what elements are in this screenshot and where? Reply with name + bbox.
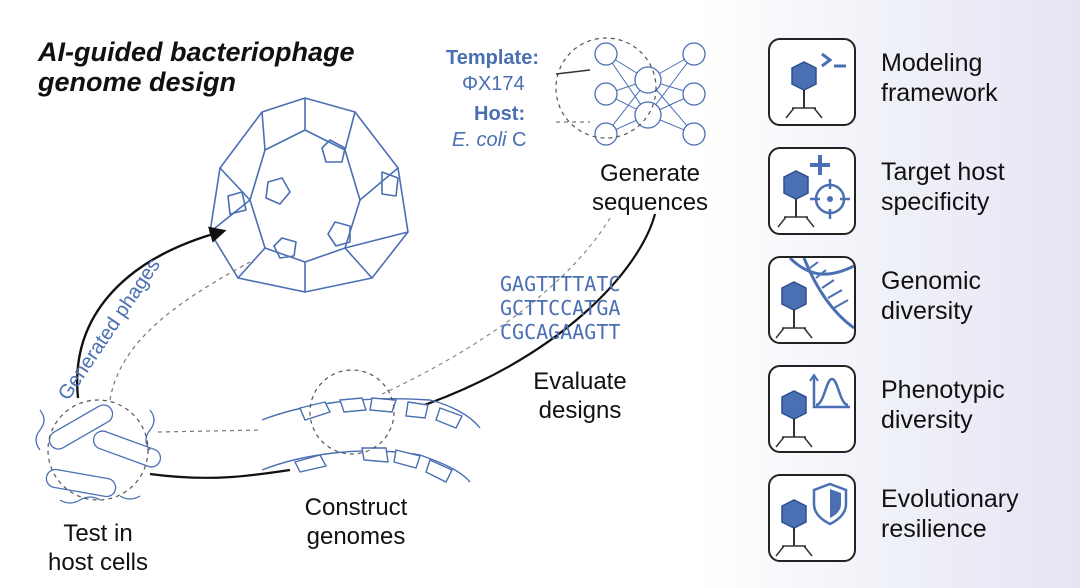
test-line-2: host cells xyxy=(47,548,149,576)
construct-line-1: Construct xyxy=(304,494,408,521)
feature-genomic-diversity: Genomic diversity xyxy=(768,256,1068,348)
dna-line: CGCAGAAGTT xyxy=(500,320,621,344)
feature-evolutionary-resilience: Evolutionary resilience xyxy=(768,474,1068,566)
generate-line-1: Generate xyxy=(599,160,701,187)
evaluate-designs-label: Evaluate designs xyxy=(500,368,660,426)
template-label: Template: xyxy=(446,48,539,69)
phage-capsid-icon xyxy=(209,97,409,293)
feature-line-1: Evolutionary xyxy=(881,485,1019,513)
construct-genomes-label: Construct genomes xyxy=(276,494,436,552)
feature-line-2: diversity xyxy=(881,406,973,434)
dna-line: GAGTTTTATC xyxy=(500,272,621,296)
construct-line-2: genomes xyxy=(306,522,406,550)
feature-label: Phenotypic diversity xyxy=(881,375,1005,435)
host-cells-icon xyxy=(35,404,162,504)
template-value: ΦX174 xyxy=(462,73,525,95)
feature-line-1: Phenotypic xyxy=(881,376,1005,404)
dna-sequences: GAGTTTTATC GCTTCCATGA CGCAGAAGTT xyxy=(500,272,620,344)
feature-icon-box xyxy=(768,38,856,126)
feature-line-2: resilience xyxy=(881,515,987,543)
terminal-icon xyxy=(785,52,846,119)
feature-icon-box xyxy=(768,256,856,344)
diagram-title: AI-guided bacteriophage genome design xyxy=(38,37,355,97)
host-organism: E. coli xyxy=(452,129,507,151)
host-key: Host: xyxy=(474,103,526,125)
title-line-2: genome design xyxy=(38,66,237,97)
distribution-plot-icon xyxy=(775,373,850,448)
neural-network-icon xyxy=(594,42,706,146)
dna-line: GCTTCCATGA xyxy=(500,296,621,320)
background-gradient xyxy=(700,0,1080,588)
genome-construct-icon xyxy=(261,397,481,483)
feature-target-host-specificity: Target host specificity xyxy=(768,147,1068,239)
shield-icon xyxy=(775,482,848,557)
title-line-1: AI-guided bacteriophage xyxy=(38,37,355,67)
test-host-cells-label: Test in host cells xyxy=(28,520,168,578)
feature-line-2: specificity xyxy=(881,188,990,216)
generate-sequences-label: Generate sequences xyxy=(570,160,730,218)
feature-line-2: diversity xyxy=(881,297,973,325)
feature-label: Modeling framework xyxy=(881,48,998,108)
feature-modeling-framework: Modeling framework xyxy=(768,38,1068,130)
feature-label: Target host specificity xyxy=(881,157,1005,217)
workflow-diagram xyxy=(35,37,706,504)
feature-line-1: Genomic xyxy=(881,267,982,295)
host-value: E. coli C xyxy=(452,130,526,151)
crosshair-icon xyxy=(777,155,850,228)
feature-line-1: Modeling xyxy=(881,49,983,77)
feature-phenotypic-diversity: Phenotypic diversity xyxy=(768,365,1068,457)
generate-line-2: sequences xyxy=(591,188,709,216)
dna-helix-icon xyxy=(775,258,854,339)
feature-label: Genomic diversity xyxy=(881,266,981,326)
feature-icon-box xyxy=(768,147,856,235)
host-label: Host: xyxy=(474,104,525,125)
test-line-1: Test in xyxy=(63,520,133,547)
feature-icon-box xyxy=(768,365,856,453)
feature-line-1: Target host xyxy=(881,158,1005,186)
evaluate-line-2: designs xyxy=(538,396,622,424)
host-strain: C xyxy=(506,129,527,151)
feature-label: Evolutionary resilience xyxy=(881,484,1019,544)
feature-icon-box xyxy=(768,474,856,562)
feature-line-2: framework xyxy=(881,79,998,107)
evaluate-line-1: Evaluate xyxy=(533,368,627,395)
template-key: Template: xyxy=(446,47,539,69)
